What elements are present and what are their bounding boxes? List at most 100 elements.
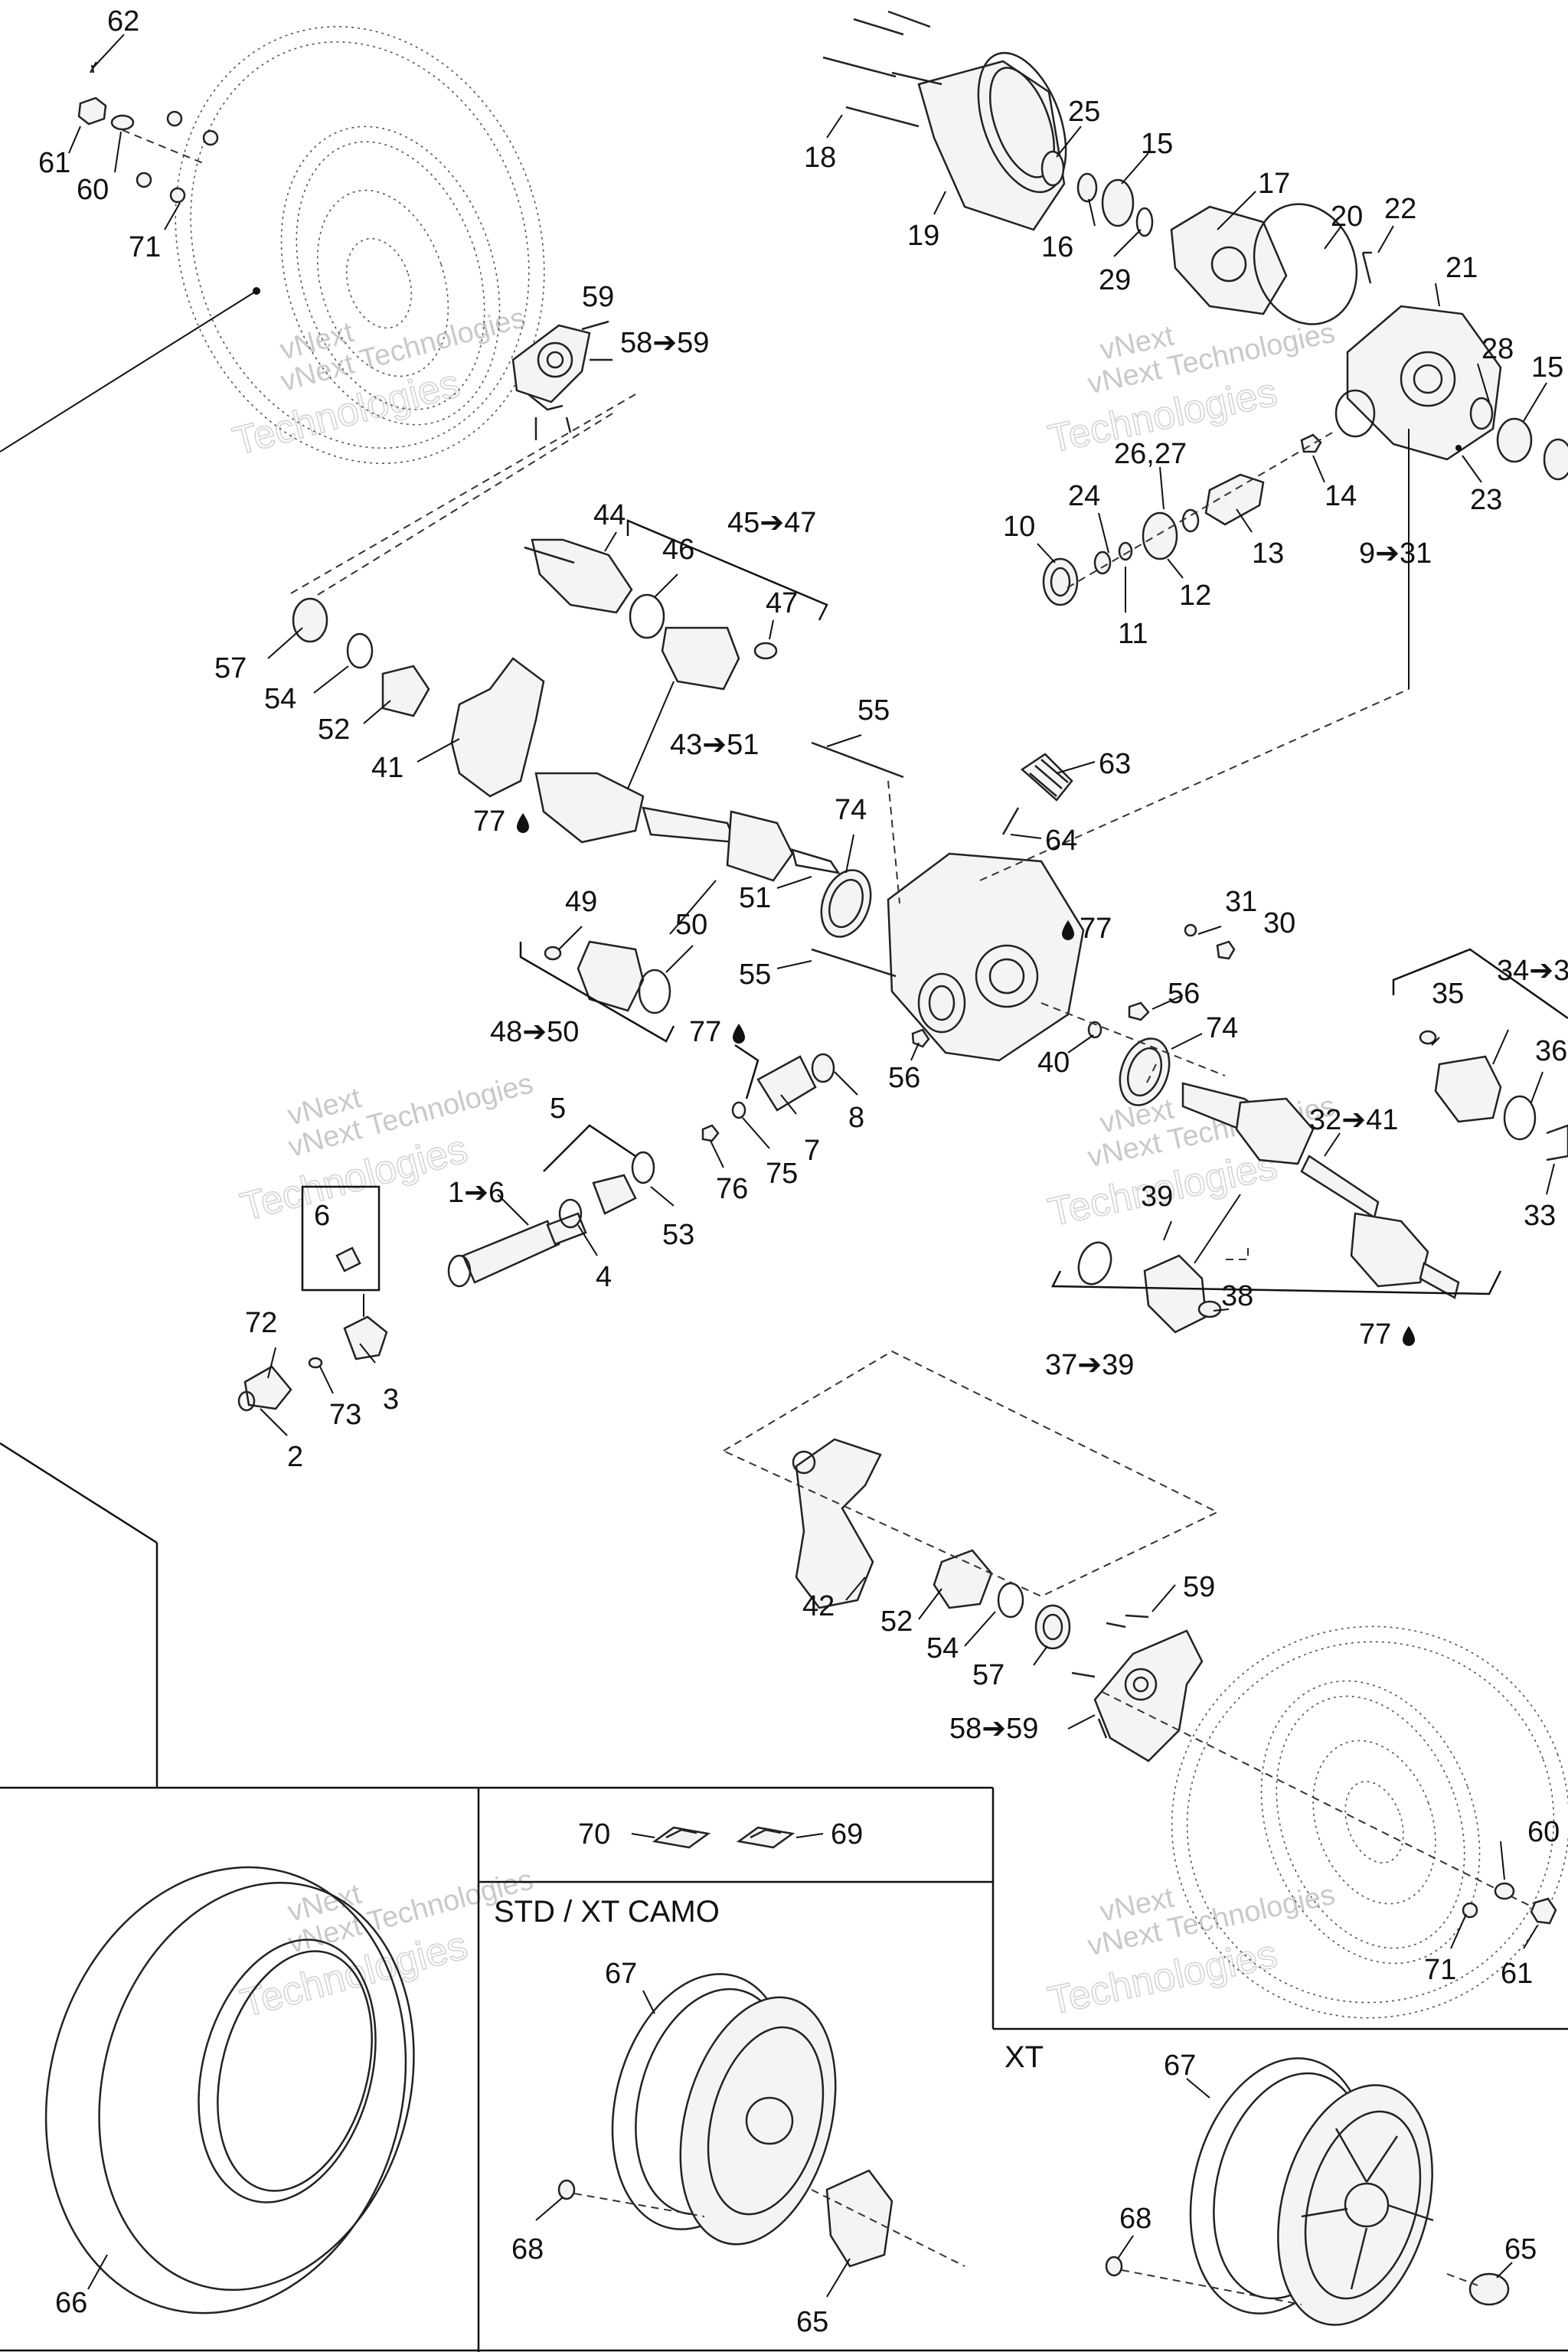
part-label: 47	[766, 587, 798, 619]
part-label: 34➔3	[1497, 955, 1568, 987]
part-label: 50	[675, 909, 707, 941]
part-label: 70	[578, 1818, 610, 1851]
part-label: 62	[107, 5, 139, 38]
leader-lines	[68, 34, 1555, 2298]
part-label: 73	[329, 1399, 361, 1431]
part-label: 2	[287, 1441, 303, 1473]
part-label: 60	[1527, 1816, 1560, 1848]
wheel-hub-bottom-right	[1071, 1614, 1204, 1762]
part-label: 3	[383, 1383, 399, 1416]
part-label: 6	[314, 1200, 330, 1232]
part-label: 5	[550, 1093, 566, 1125]
part-label: 55	[739, 959, 771, 991]
section-title-xt: XT	[1004, 2040, 1044, 2074]
part-label: 48➔50	[490, 1016, 579, 1048]
part-label: 30	[1263, 907, 1295, 939]
part-label: 41	[371, 752, 403, 784]
xt-rim-67	[1105, 2057, 1510, 2326]
oil-drop-icon	[517, 813, 529, 833]
part-label: 38	[1221, 1280, 1253, 1312]
part-label: 14	[1325, 480, 1357, 512]
std-rim-67	[557, 1973, 965, 2268]
part-label: 17	[1258, 168, 1290, 200]
part-label: 67	[1164, 2050, 1196, 2082]
part-label: 31	[1225, 886, 1257, 918]
boot-kit-37-39	[1050, 1194, 1502, 1334]
part-label: 39	[1141, 1181, 1173, 1213]
part-label: 33	[1524, 1200, 1556, 1232]
part-label: 35	[1432, 978, 1464, 1010]
part-label: 57	[214, 652, 247, 684]
part-label: 46	[662, 534, 694, 566]
part-label: 49	[565, 886, 597, 918]
oil-drop-icon	[1403, 1326, 1415, 1346]
part-label: 28	[1481, 333, 1514, 365]
part-label: 54	[264, 683, 296, 715]
part-label: 7	[804, 1135, 820, 1167]
part-label: 59	[582, 281, 614, 313]
part-label: 68	[511, 2233, 544, 2265]
part-label: 74	[835, 794, 867, 826]
oil-drop-icon	[733, 1024, 745, 1044]
part-label: 64	[1045, 825, 1077, 857]
rear-differential-housing-19	[822, 10, 1067, 231]
part-label: 76	[716, 1173, 748, 1205]
wheel-hub-top-left	[313, 320, 613, 598]
boot-kit-48-50	[519, 940, 675, 1043]
part-label: 22	[1384, 193, 1416, 225]
part-label: 15	[1531, 351, 1563, 384]
front-differential-housing	[811, 741, 1085, 1062]
bearing-and-seals-top	[1040, 150, 1372, 325]
oil-drop-icons	[517, 813, 1415, 1346]
part-label: 61	[38, 147, 70, 179]
part-label: 25	[1068, 96, 1100, 128]
part-label: 44	[593, 499, 626, 531]
part-label: 32➔41	[1309, 1104, 1398, 1136]
part-labels: 62 61 60 71 59 58➔59 18 19 25 15 16 17 2…	[38, 5, 1568, 2338]
part-label: 51	[739, 882, 771, 914]
part-label: 9➔31	[1359, 537, 1432, 570]
part-label: 60	[77, 174, 109, 206]
knuckle-42-assembly	[721, 1350, 1220, 1650]
part-label: 54	[926, 1632, 959, 1664]
part-label: 68	[1119, 2203, 1152, 2235]
part-label: 65	[796, 2306, 828, 2338]
actuator-63	[979, 429, 1410, 881]
part-label: 19	[907, 220, 939, 252]
part-label: 18	[804, 142, 836, 174]
part-label: 77	[689, 1016, 721, 1048]
part-label: 45➔47	[727, 507, 816, 539]
part-label: 56	[888, 1062, 920, 1094]
drive-shaft-32-41	[1144, 1063, 1460, 1299]
part-label: 12	[1179, 580, 1211, 612]
oil-drop-icon	[1062, 920, 1074, 940]
part-label: 72	[245, 1307, 277, 1339]
part-label: 8	[848, 1102, 864, 1134]
differential-cover-21	[1334, 305, 1568, 481]
bottom-section-frames	[0, 1442, 1568, 2352]
part-label: 10	[1003, 511, 1035, 543]
part-label: 13	[1252, 537, 1284, 570]
pinion-parts-row	[1042, 432, 1333, 606]
part-label: 59	[1183, 1571, 1215, 1603]
part-label: 21	[1446, 252, 1478, 284]
part-label: 71	[129, 231, 161, 263]
small-hardware-center	[911, 923, 1236, 1076]
seal-74-left	[820, 869, 872, 938]
rear-right-wheel-dotted	[1102, 1625, 1568, 2019]
part-label: 37➔39	[1045, 1349, 1134, 1381]
clips-70-69	[652, 1826, 795, 1849]
tire-66	[44, 1866, 415, 2314]
part-label: 58➔59	[949, 1713, 1038, 1745]
part-label: 11	[1118, 618, 1148, 650]
part-label: 71	[1424, 1954, 1456, 1986]
part-label: 56	[1168, 978, 1200, 1010]
part-label: 42	[802, 1590, 835, 1622]
part-label: 66	[55, 2287, 87, 2319]
part-label: 57	[972, 1659, 1004, 1691]
section-title-std-xt-camo: STD / XT CAMO	[494, 1895, 720, 1929]
part-label: 74	[1206, 1012, 1238, 1044]
part-label: 77	[1080, 913, 1112, 945]
cv-joint-44-parts	[524, 519, 828, 691]
